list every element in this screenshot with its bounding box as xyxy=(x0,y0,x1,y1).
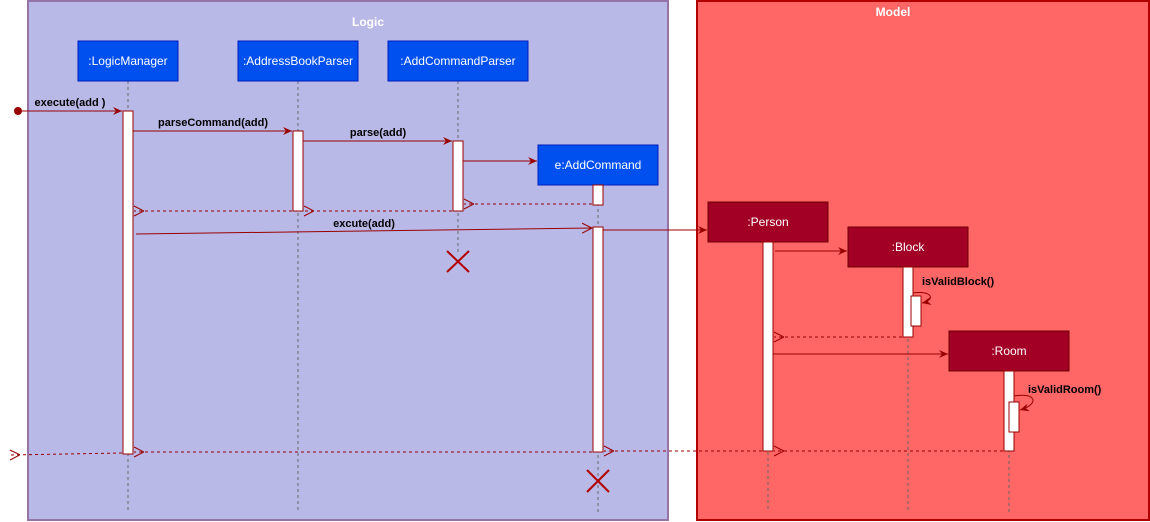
return-logic-manager-arrow xyxy=(10,453,123,455)
message-is-valid-room-arrow xyxy=(1013,394,1034,412)
message-parse-command-label: parseCommand(add) xyxy=(158,117,268,129)
destroy-x-icon xyxy=(446,250,470,273)
participant-room-label: :Room xyxy=(991,344,1026,358)
message-excute-arrow xyxy=(135,228,592,235)
participant-address-book-parser xyxy=(237,40,359,82)
activation-room-self xyxy=(1008,401,1020,433)
participant-person-label: :Person xyxy=(747,215,788,229)
activation-add-command-parser xyxy=(452,140,464,212)
activation-logic-manager xyxy=(122,110,134,455)
participant-block-label: :Block xyxy=(892,240,926,254)
message-is-valid-block-arrow xyxy=(912,291,932,306)
participant-room xyxy=(948,330,1070,372)
message-execute-label: execute(add ) xyxy=(35,97,106,109)
participant-logic-manager-label: :LogicManager xyxy=(88,54,167,68)
message-is-valid-block-label: isValidBlock() xyxy=(922,276,994,288)
message-parse-label: parse(add) xyxy=(350,127,407,139)
participant-add-command-label: e:AddCommand xyxy=(555,158,642,172)
activation-add-command xyxy=(592,226,604,453)
model-frame-title: Model xyxy=(876,5,911,19)
activation-address-book-parser xyxy=(292,130,304,212)
participant-person xyxy=(707,201,829,243)
participant-add-command-parser xyxy=(387,40,529,82)
logic-frame-title: Logic xyxy=(352,15,384,29)
activation-block-self xyxy=(910,295,922,327)
participant-add-command-parser-label: :AddCommandParser xyxy=(400,54,515,68)
message-is-valid-room-label: isValidRoom() xyxy=(1028,384,1102,396)
participant-logic-manager xyxy=(77,40,179,82)
activation-person xyxy=(762,241,774,452)
participant-block xyxy=(847,226,969,268)
participant-address-book-parser-label: :AddressBookParser xyxy=(243,54,353,68)
logic-frame xyxy=(27,0,669,521)
destroy-x-icon xyxy=(586,469,610,493)
initial-message-dot-icon xyxy=(14,107,22,115)
message-excute-label: excute(add) xyxy=(333,218,395,230)
activation-add-command-init xyxy=(592,184,604,206)
